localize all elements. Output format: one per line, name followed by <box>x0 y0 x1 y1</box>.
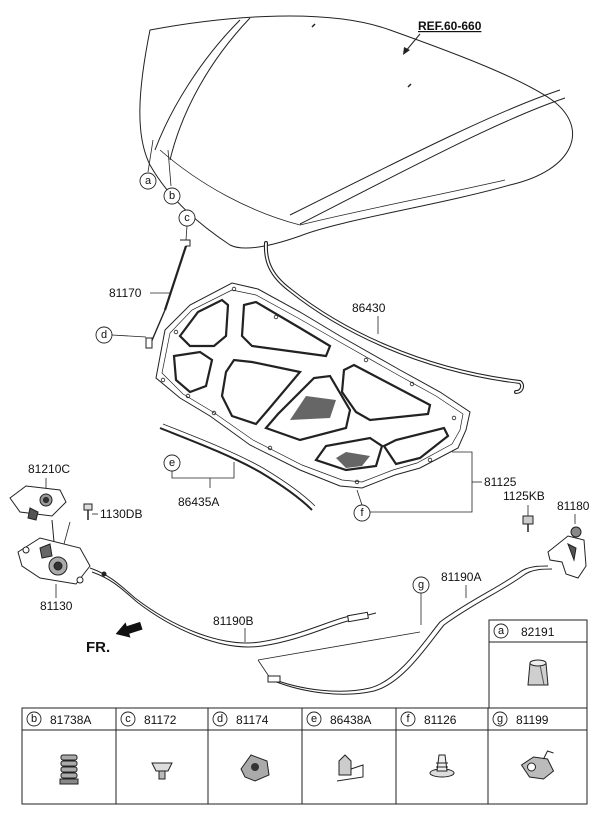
callout-a: a <box>139 139 157 190</box>
bracket-clip-icon <box>240 754 270 782</box>
legend-part-number: 81126 <box>424 713 457 727</box>
callout-a-letter: a <box>145 175 152 187</box>
callout-b: b <box>163 149 181 205</box>
hood-seal-strip <box>159 423 316 511</box>
legend-cell-c: c 81172 <box>115 707 209 805</box>
legend-part-number: 81199 <box>516 713 549 727</box>
part-label-1130DB: 1130DB <box>83 503 142 521</box>
callout-c: c <box>178 209 196 241</box>
legend-cell-b: b 81738A <box>21 707 117 805</box>
part-label-81190A: 81190A <box>441 570 481 598</box>
legend-part-number: 86438A <box>330 713 371 727</box>
part-number-cable-a: 81190A <box>441 570 481 584</box>
callout-f: f <box>353 489 371 522</box>
legend-cell-f: f 81126 <box>395 707 489 805</box>
part-number-release-handle: 81180 <box>557 499 590 513</box>
ref-label-text[interactable]: REF.60-660 <box>418 19 482 33</box>
front-direction-indicator: FR. <box>86 621 143 656</box>
legend-letter-circle <box>120 711 136 727</box>
callout-d-letter: d <box>101 329 107 341</box>
part-number-weatherstrip: 86430 <box>352 301 386 315</box>
parts-legend-table: a 82191 b 81738A c 81172 d 81174 e 86438A f 81126 g 8… <box>21 619 588 805</box>
legend-letter: d <box>217 713 223 725</box>
callout-c-letter: c <box>184 212 190 224</box>
bolt-icon <box>83 503 93 520</box>
legend-part-number: 81738A <box>50 713 91 727</box>
legend-cell-g: g 81199 <box>487 707 588 805</box>
callout-g: g <box>412 576 430 625</box>
callout-g-letter: g <box>418 579 424 591</box>
legend-part-number: 82191 <box>521 625 555 639</box>
cable-clip-icon <box>520 750 555 780</box>
legend-letter-circle <box>492 711 508 727</box>
hood-latch-upper <box>9 485 67 521</box>
bolt-kb-icon <box>522 515 534 532</box>
callout-e-letter: e <box>169 457 175 469</box>
callout-f-letter: f <box>360 507 364 519</box>
part-label-81170: 81170 <box>109 286 170 300</box>
legend-letter: f <box>406 713 410 725</box>
legend-letter: c <box>125 713 131 725</box>
hood-panel <box>139 15 573 249</box>
part-number-gas-lifter: 81170 <box>109 286 142 300</box>
ref-label[interactable]: REF.60-660 <box>403 19 482 55</box>
rubber-bumper-icon <box>59 754 79 785</box>
part-label-81130: 81130 <box>40 584 73 613</box>
legend-letter-circle <box>26 711 42 727</box>
part-label-86435A: 86435A <box>178 495 219 509</box>
hood-weatherstrip <box>263 241 525 394</box>
front-label: FR. <box>86 639 110 656</box>
legend-cell-a: a 82191 <box>488 619 588 709</box>
gas-lifter <box>145 239 191 349</box>
release-cable-b <box>89 567 377 648</box>
callout-d: d <box>95 326 147 344</box>
hood-release-handle <box>547 526 587 579</box>
bumper-stopper-icon <box>527 659 549 686</box>
callout-e: e <box>163 454 235 488</box>
legend-part-number: 81172 <box>144 713 177 727</box>
part-label-86430: 86430 <box>352 301 386 334</box>
legend-letter: g <box>497 713 503 725</box>
legend-letter: a <box>498 625 505 637</box>
callout-b-letter: b <box>169 190 175 202</box>
legend-letter: e <box>311 713 317 725</box>
part-number-insulator-pad: 81125 <box>484 475 517 489</box>
part-label-81180: 81180 <box>557 499 590 524</box>
part-label-81125: 81125 <box>370 451 517 513</box>
legend-letter-circle <box>306 711 322 727</box>
ball-stud-icon <box>151 762 173 780</box>
push-rivet-icon <box>429 754 455 778</box>
part-number-bolt: 1130DB <box>100 507 142 521</box>
retainer-clip-icon <box>336 754 364 782</box>
legend-cell-d: d 81174 <box>207 707 303 805</box>
part-number-latch-upper: 81210C <box>28 462 70 476</box>
part-number-seal-strip: 86435A <box>178 495 219 509</box>
legend-letter: b <box>31 713 37 725</box>
part-number-bolt-kb: 1125KB <box>503 489 545 503</box>
legend-letter-circle <box>212 711 228 727</box>
part-number-latch-assembly: 81130 <box>40 599 73 613</box>
legend-letter-circle <box>493 623 509 639</box>
hood-latch-assembly <box>17 519 91 585</box>
part-label-81190B: 81190B <box>213 614 253 642</box>
part-number-cable-b: 81190B <box>213 614 253 628</box>
hood-insulator-pad <box>155 282 471 489</box>
legend-cell-e: e 86438A <box>301 707 397 805</box>
release-cable-a <box>257 565 553 695</box>
part-label-1125KB: 1125KB <box>503 489 545 532</box>
legend-letter-circle <box>400 711 416 727</box>
legend-part-number: 81174 <box>236 713 269 727</box>
